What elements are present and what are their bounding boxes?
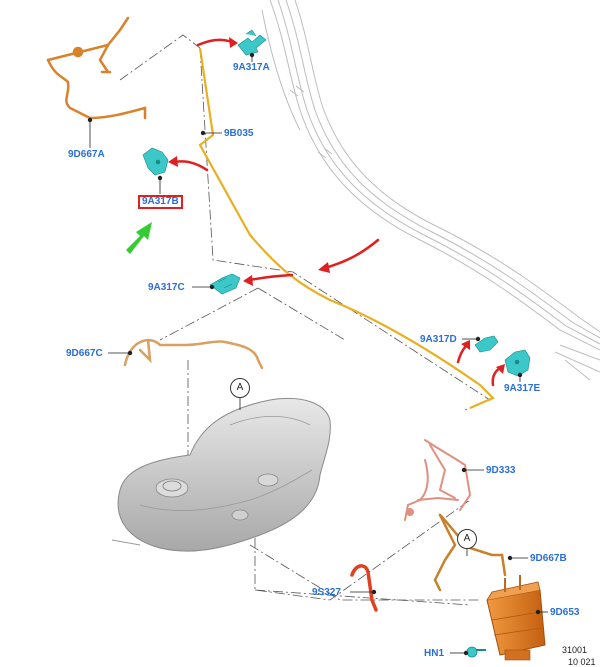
fuel-tank: [111, 397, 331, 552]
callout-9a317d: 9A317D: [420, 334, 457, 345]
callout-9a317b: 9A317B: [138, 195, 183, 209]
callout-9a317e: 9A317E: [504, 383, 541, 394]
figure-reference-2: 10 021: [568, 657, 596, 667]
callout-9d333: 9D333: [486, 465, 516, 476]
clip-9a317d: [474, 335, 499, 353]
green-arrow-icon: [126, 222, 152, 254]
clip-9a317e: [504, 349, 531, 377]
callout-9b035: 9B035: [224, 128, 254, 139]
hose-9d667b: [433, 513, 507, 592]
hose-9d667a: [46, 16, 147, 120]
callout-9d653: 9D653: [550, 607, 580, 618]
fuel-pipe-9b035: [198, 47, 495, 410]
callout-9a317a: 9A317A: [233, 62, 270, 73]
canister-9d653: [486, 575, 546, 661]
tube-9s327: [350, 564, 378, 612]
clip-9a317b: [142, 147, 169, 176]
clip-9a317a: [237, 29, 267, 56]
vapor-lines-9d333: [404, 439, 472, 521]
detail-marker-a-upper: A: [230, 378, 250, 398]
callout-9d667c: 9D667C: [66, 348, 103, 359]
detail-marker-a-lower: A: [457, 529, 477, 549]
clip-9a317c: [209, 273, 241, 295]
callout-leaders: [87, 52, 548, 656]
callout-9s327: 9S327: [312, 587, 341, 598]
callout-9d667a: 9D667A: [68, 149, 105, 160]
figure-reference: 31001: [562, 645, 588, 655]
callout-hn1: HN1: [424, 648, 445, 659]
red-arrows: [173, 38, 502, 387]
hose-9d667c: [123, 338, 264, 370]
nut-hn1: [466, 646, 486, 658]
callout-9d667b: 9D667B: [530, 553, 567, 564]
red-arrowheads: [168, 37, 505, 374]
callout-9a317c: 9A317C: [148, 282, 185, 293]
underbody-line-bundle: [261, 0, 600, 381]
